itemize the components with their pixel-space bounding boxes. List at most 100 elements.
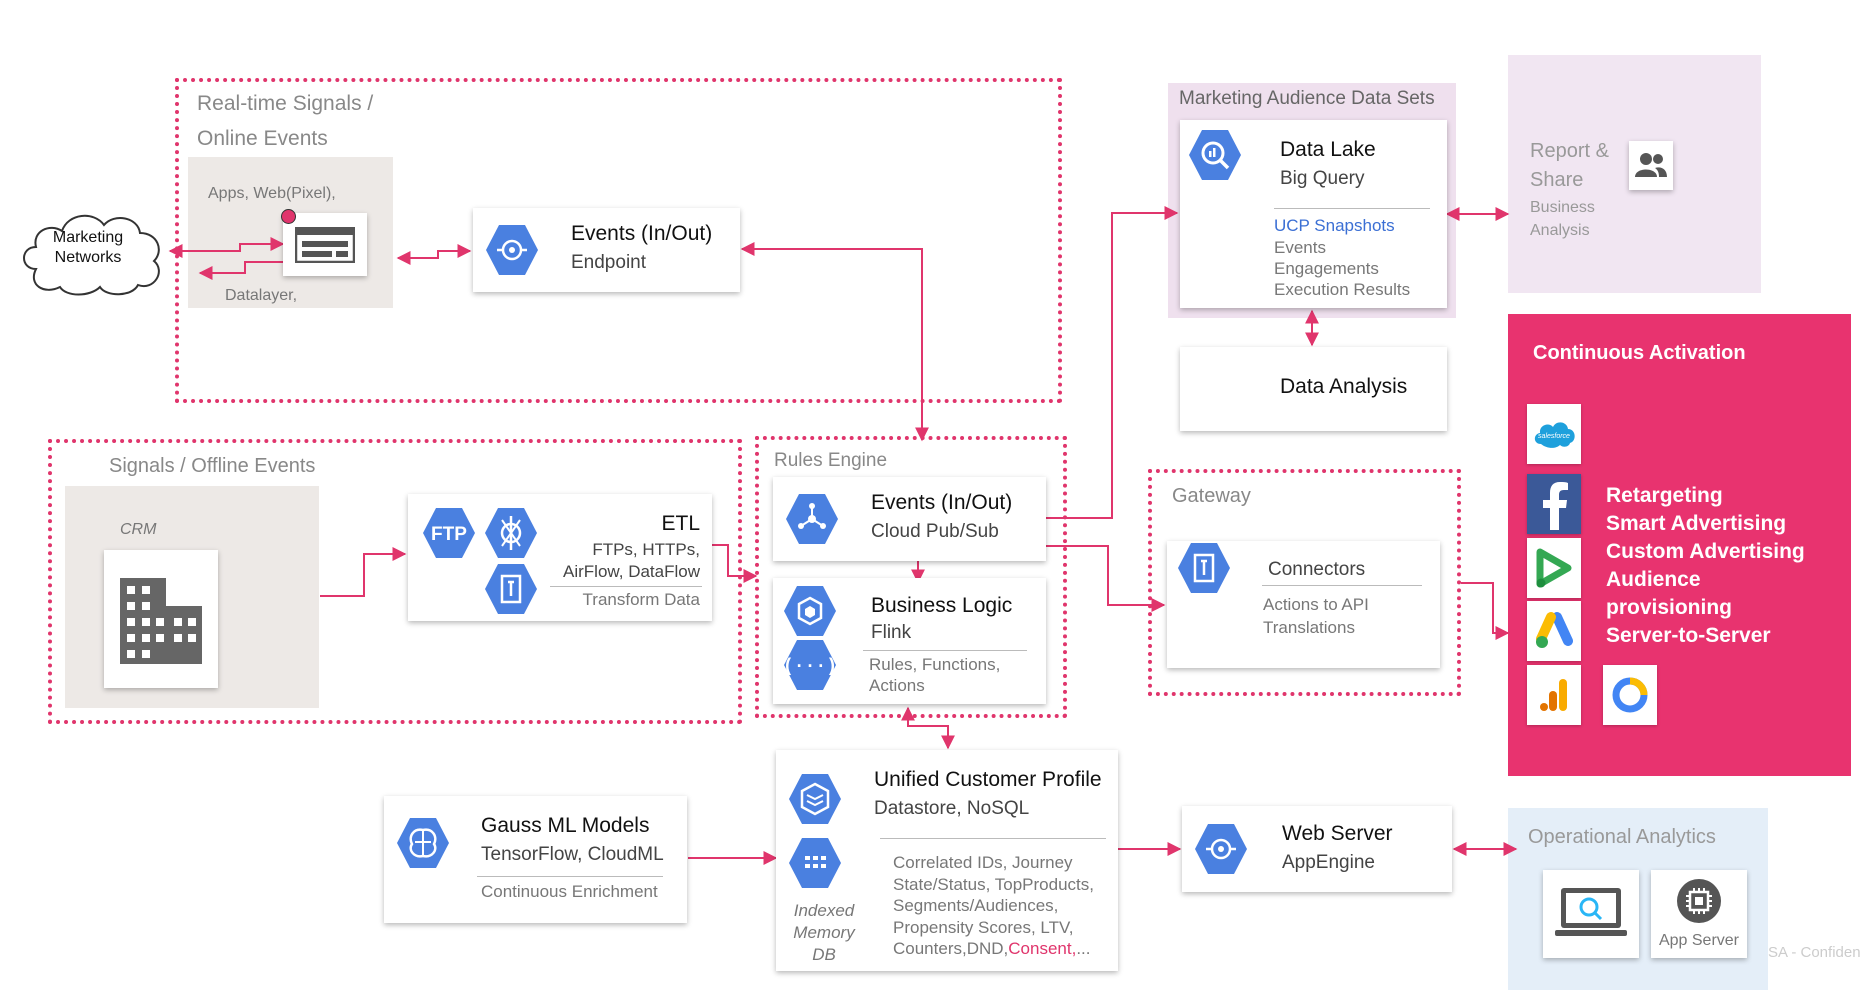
activation-list: Retargeting Smart Advertising Custom Adv… [1606, 482, 1805, 650]
ml-brain-hex-icon [397, 818, 449, 868]
realtime-title-line2: Online Events [197, 127, 328, 150]
marketing-networks-line2: Networks [54, 249, 122, 266]
chip-icon [1677, 879, 1721, 923]
crm-label: CRM [120, 521, 157, 538]
google-analytics-logo-tile [1527, 665, 1581, 725]
laptop-search-icon [1555, 888, 1627, 936]
ftp-icon-text: FTP [431, 524, 467, 545]
svg-text:(···): (···) [783, 657, 837, 677]
business-logic-line2: Actions [869, 676, 925, 695]
audience-execution-results-label: Execution Results [1274, 280, 1411, 299]
audience-title: Marketing Audience Data Sets [1179, 88, 1435, 109]
web-server-subtitle: AppEngine [1282, 852, 1375, 873]
endpoint-to-pubsub-arrow [740, 242, 929, 442]
offline-boundary [48, 439, 742, 724]
datalayer-arrow [198, 261, 283, 280]
ucp-subtitle: Datastore, NoSQL [874, 798, 1030, 819]
report-line2: Share [1530, 169, 1584, 191]
laptop-card [1543, 870, 1639, 958]
data-lake-divider [1274, 208, 1430, 209]
pubsub-to-gateway-arrow [1046, 545, 1166, 612]
business-logic-line1: Rules, Functions, [869, 655, 1001, 674]
etl-line3: Transform Data [582, 590, 700, 609]
activation-title: Continuous Activation [1533, 342, 1746, 364]
report-people-card [1629, 141, 1673, 190]
indexed-line1: Indexed [793, 901, 855, 920]
gauss-title: Gauss ML Models [481, 814, 650, 837]
facebook-logo-tile [1527, 474, 1581, 534]
gauss-ml-card: Gauss ML Models TensorFlow, CloudML Cont… [384, 796, 687, 923]
transfer-hex-icon [485, 564, 537, 614]
notification-dot-icon [281, 209, 296, 224]
marketing-networks-line1: Marketing [52, 229, 124, 246]
display-video-play-icon [1536, 548, 1572, 588]
gauss-subtitle: TensorFlow, CloudML [481, 844, 664, 865]
app-server-label: App Server [1658, 932, 1740, 949]
etl-line2: AirFlow, DataFlow [563, 562, 700, 581]
indexed-memory-label: Indexed Memory DB [782, 900, 866, 966]
business-logic-card: (···) Business Logic Flink Rules, Functi… [773, 578, 1046, 704]
ucp-snapshots-label: UCP Snapshots [1274, 216, 1395, 235]
etl-divider [550, 586, 702, 587]
apps-label: Apps, Web(Pixel), [208, 185, 336, 202]
rules-engine-title: Rules Engine [774, 450, 888, 471]
bigquery-hex-icon [1189, 130, 1241, 180]
events-endpoint-title: Events (In/Out) [571, 222, 713, 245]
dataflow-hex-icon [485, 508, 537, 558]
activation-item-retargeting: Retargeting [1606, 484, 1723, 507]
facebook-icon [1543, 482, 1568, 530]
etl-to-rules-arrow [712, 544, 758, 583]
ucp-detail-5-text: Counters,DND, [893, 939, 1009, 958]
big-query-subtitle: Big Query [1280, 168, 1365, 189]
connectors-title: Connectors [1268, 559, 1366, 580]
ucp-title: Unified Customer Profile [874, 768, 1102, 791]
etl-card: FTP ETL FTPs, HTTPs, AirFlow, DataFlow T… [408, 494, 712, 621]
realtime-title-line1: Real-time Signals / [197, 92, 374, 115]
pubsub-subtitle: Cloud Pub/Sub [871, 521, 999, 542]
ucp-consent-label: Consent, [1008, 939, 1077, 958]
app-server-card: App Server [1651, 870, 1747, 958]
datalayer-label: Datalayer, [225, 287, 298, 304]
activation-item-custom-advertising: Custom Advertising [1606, 540, 1805, 563]
pubsub-to-datalake-arrow [1046, 206, 1179, 519]
ucp-card: Unified Customer Profile Datastore, NoSQ… [776, 750, 1118, 971]
crm-building-card [104, 550, 218, 688]
optimize-logo-tile [1603, 665, 1657, 725]
marketing-networks-cloud-icon [23, 215, 160, 296]
ucp-detail-3: Segments/Audiences, [893, 896, 1059, 915]
events-endpoint-card: Events (In/Out) Endpoint [473, 208, 740, 292]
offline-title: Signals / Offline Events [109, 455, 316, 477]
salesforce-cloud-icon: salesforce [1534, 422, 1575, 448]
data-lake-title: Data Lake [1280, 138, 1376, 161]
gateway-line1: Actions to API [1263, 595, 1369, 614]
connectors-divider [1262, 585, 1422, 586]
functions-hex-icon: (···) [783, 640, 837, 690]
app-to-endpoint-arrow [396, 244, 472, 265]
data-analysis-title: Data Analysis [1280, 375, 1408, 398]
marketing-networks-label: Marketing Networks [30, 228, 146, 268]
ucp-detail-4: Propensity Scores, LTV, [893, 917, 1074, 937]
browser-window-icon [295, 227, 355, 263]
ucp-detail-5: Counters,DND,Consent,... [893, 938, 1094, 960]
web-app-card [281, 209, 367, 276]
web-server-card: Web Server AppEngine [1182, 806, 1452, 892]
ucp-detail-5-tail: ... [1076, 939, 1091, 958]
confidential-footer: SA - Confiden [1768, 944, 1861, 961]
report-line4: Analysis [1530, 222, 1590, 239]
audience-events-label: Events [1274, 238, 1326, 257]
ucp-details: Correlated IDs, Journey State/Status, To… [893, 852, 1094, 960]
ucp-detail-2: State/Status, TopProducts, [893, 874, 1094, 894]
etl-title: ETL [661, 512, 700, 535]
logic-to-ucp-arrow [901, 706, 955, 750]
memorystore-hex-icon [789, 838, 841, 888]
business-logic-divider [863, 650, 1027, 651]
network-to-app-arrow [168, 237, 285, 258]
salesforce-logo-tile: salesforce [1527, 404, 1581, 464]
crm-to-etl-arrow [320, 547, 407, 597]
business-logic-title: Business Logic [871, 594, 1013, 617]
ftp-hex-icon: FTP [423, 508, 475, 558]
gateway-line2: Translations [1263, 618, 1355, 637]
pubsub-hex-icon [786, 494, 838, 544]
gateway-to-activation-arrow [1461, 582, 1510, 640]
